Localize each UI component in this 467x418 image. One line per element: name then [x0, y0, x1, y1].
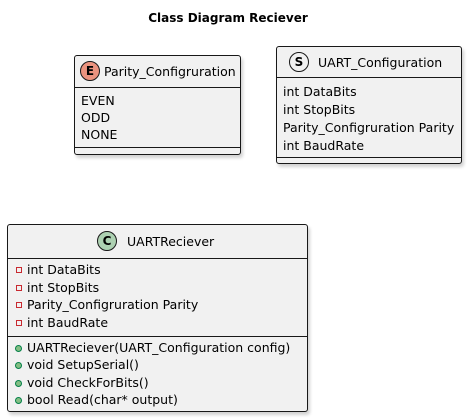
struct-name: UART_Configuration: [318, 55, 443, 70]
class-name: UARTReciever: [127, 234, 215, 249]
enum-value: ODD: [81, 110, 111, 125]
class-method: UARTReciever(UART_Configuration config): [27, 340, 291, 355]
public-method-icon: [15, 362, 22, 369]
public-method-icon: [15, 380, 22, 387]
enum-separator: [75, 147, 240, 148]
parity-configuration-enum[interactable]: E Parity_Configruration EVEN ODD NONE: [74, 55, 241, 155]
class-method: bool Read(char* output): [27, 392, 178, 407]
private-field-icon: [16, 285, 22, 291]
enum-badge-icon: E: [80, 61, 100, 81]
uart-reciever-class[interactable]: C UARTReciever int DataBits int StopBits…: [7, 224, 308, 412]
struct-separator: [277, 77, 461, 78]
class-header: C UARTReciever: [8, 225, 307, 259]
enum-separator: [75, 87, 240, 88]
enum-value: EVEN: [81, 93, 115, 108]
enum-header: E Parity_Configruration: [75, 56, 240, 87]
class-method: void SetupSerial(): [27, 357, 139, 372]
struct-separator: [277, 157, 461, 158]
class-badge-icon: C: [97, 231, 117, 251]
struct-header: S UART_Configuration: [277, 47, 461, 77]
enum-value: NONE: [81, 127, 118, 142]
diagram-title: Class Diagram Reciever: [148, 11, 308, 25]
public-method-icon: [15, 345, 22, 352]
struct-field: int BaudRate: [283, 138, 365, 153]
private-field-icon: [16, 320, 22, 326]
class-field: int BaudRate: [27, 315, 109, 330]
enum-name: Parity_Configruration: [104, 64, 236, 79]
class-separator: [8, 258, 307, 259]
class-field: int StopBits: [27, 280, 100, 295]
private-field-icon: [16, 302, 22, 308]
struct-field: int StopBits: [283, 102, 356, 117]
struct-field: Parity_Configruration Parity: [283, 120, 455, 135]
class-field: int DataBits: [27, 262, 101, 277]
private-field-icon: [16, 267, 22, 273]
class-separator: [8, 336, 307, 337]
class-field: Parity_Configruration Parity: [27, 297, 199, 312]
struct-badge-icon: S: [289, 52, 309, 72]
public-method-icon: [15, 397, 22, 404]
struct-field: int DataBits: [283, 84, 357, 99]
class-method: void CheckForBits(): [27, 375, 149, 390]
uart-configuration-struct[interactable]: S UART_Configuration int DataBits int St…: [276, 46, 462, 164]
